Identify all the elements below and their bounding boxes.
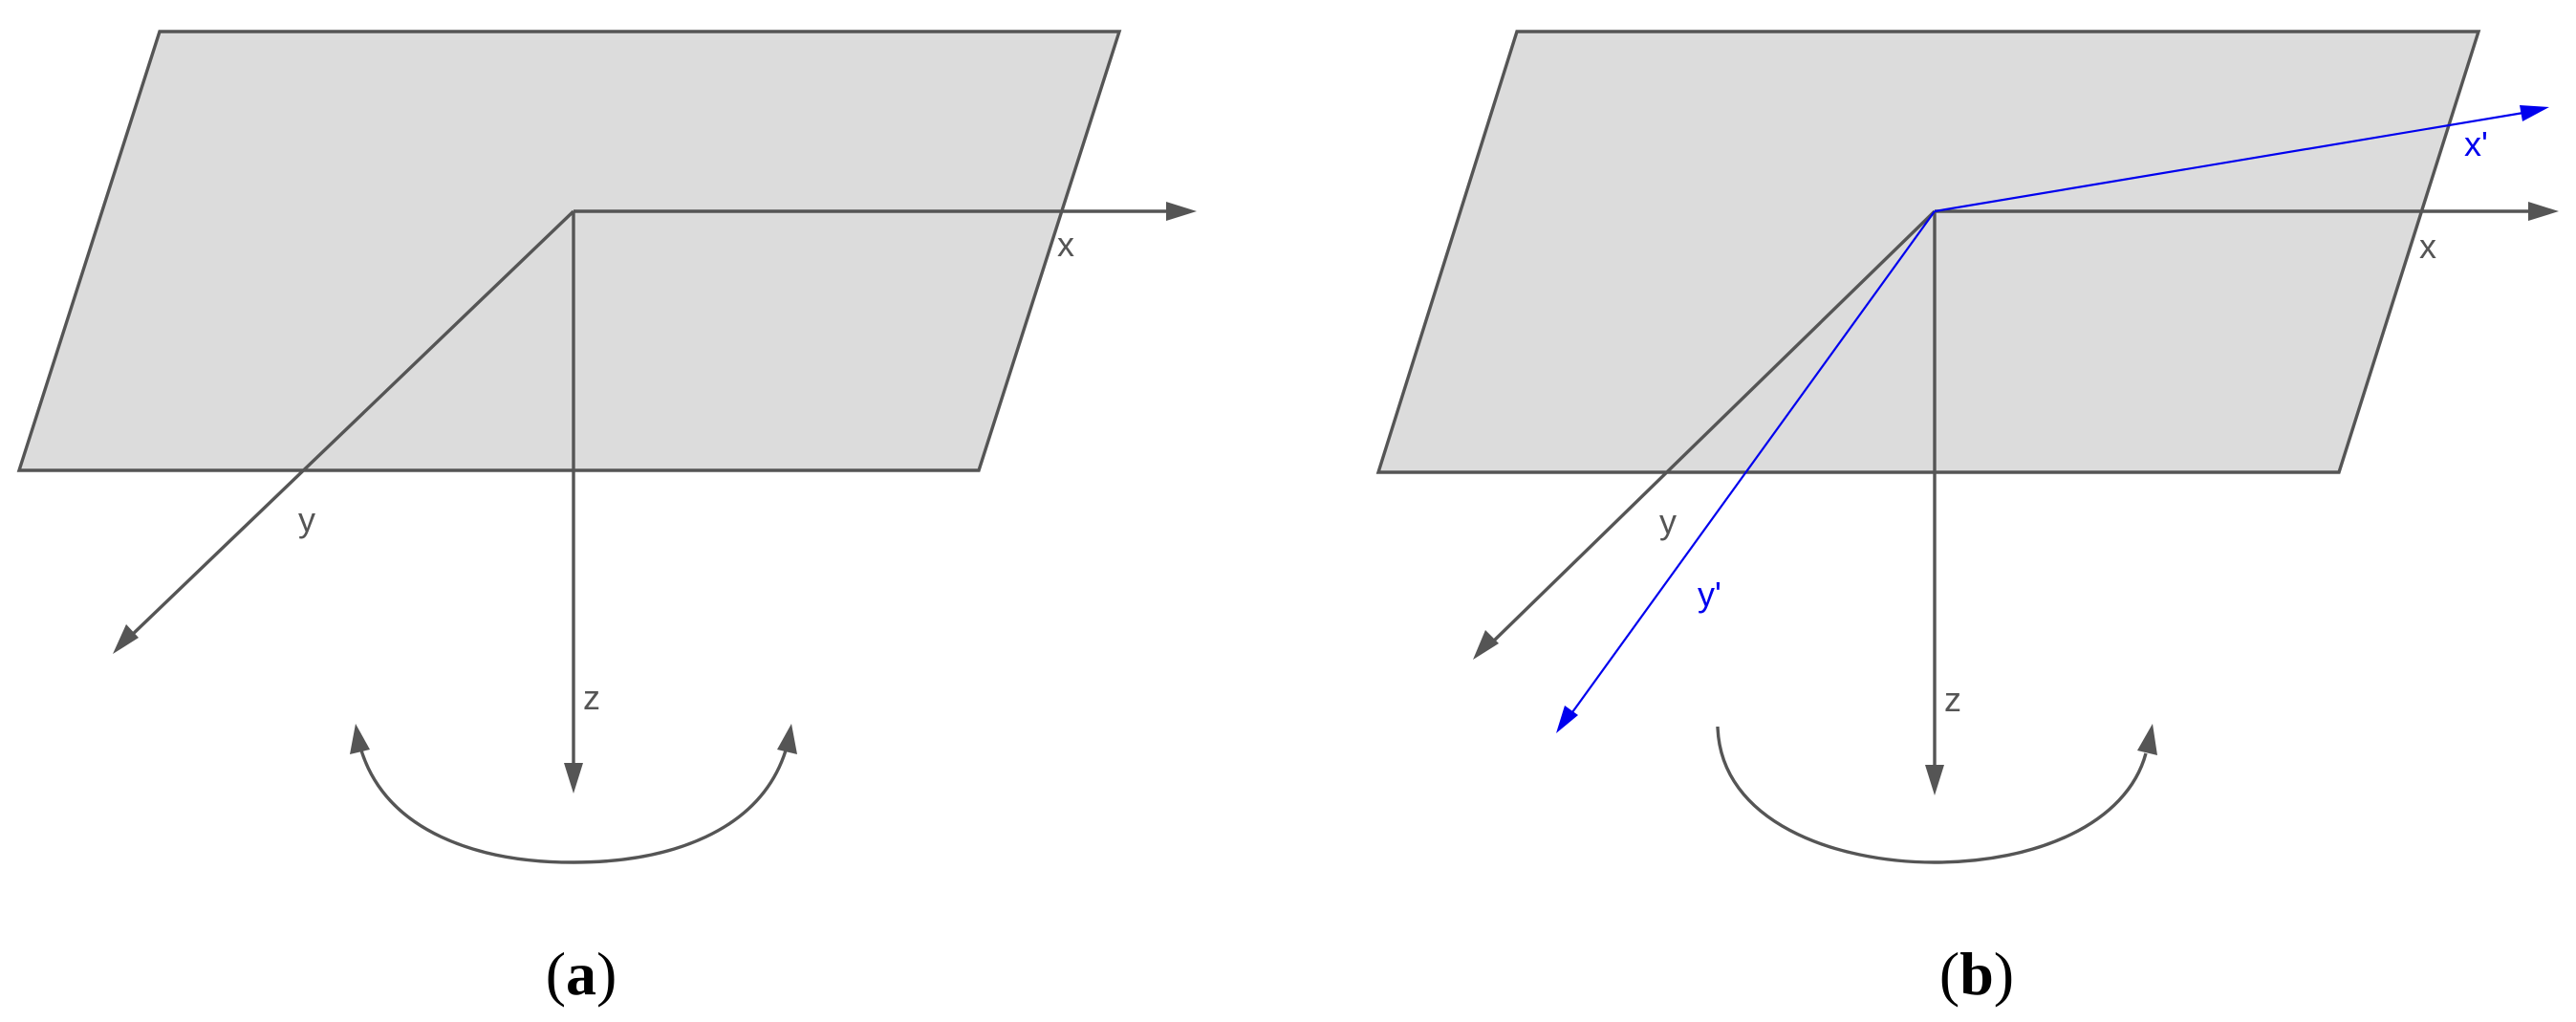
panel-a-z-label: z: [583, 678, 600, 717]
panel-b-y-axis: [1489, 209, 1937, 645]
panel-b-x-arrowhead: [2528, 202, 2559, 221]
panel-b-rotation-arrowhead-right: [2137, 724, 2157, 755]
panel-b-x-prime-arrowhead: [2520, 105, 2549, 121]
panel-b: x y z x' y' (b): [1375, 30, 2559, 1008]
panel-a-rotation-arc: [359, 750, 788, 864]
panel-b-y-prime-axis: [1571, 210, 1936, 713]
panel-a-rotation-arrowhead-right: [777, 724, 797, 754]
panel-b-z-arrowhead: [1925, 765, 1944, 795]
panel-a-x-label: x: [1057, 225, 1074, 264]
panel-a-z-arrowhead: [564, 763, 583, 794]
panel-b-caption: (b): [1939, 940, 2014, 1008]
panel-a-rotation-arrowhead-left: [350, 724, 370, 754]
panel-b-plane: [1375, 30, 2481, 474]
panel-b-z-label: z: [1944, 680, 1961, 719]
panel-b-x-label: x: [2419, 227, 2436, 266]
panel-a-plane: [16, 30, 1122, 472]
panel-a-y-arrowhead: [113, 624, 139, 654]
panel-a-y-label: y: [298, 500, 315, 539]
panel-a-x-arrowhead: [1166, 202, 1197, 221]
panel-a-caption: (a): [546, 940, 617, 1008]
panel-b-x-prime-label: x': [2464, 124, 2488, 163]
panel-b-rotation-arc: [1716, 726, 2148, 864]
panel-b-x-prime-axis: [1934, 111, 2524, 213]
panel-b-y-prime-label: y': [1698, 575, 1721, 614]
panel-b-y-prime-arrowhead: [1556, 706, 1578, 733]
panel-a-y-axis: [127, 209, 575, 640]
panel-b-y-arrowhead: [1473, 630, 1499, 660]
panel-b-y-label: y: [1659, 502, 1677, 541]
panel-a: x y z (a): [16, 30, 1197, 1008]
